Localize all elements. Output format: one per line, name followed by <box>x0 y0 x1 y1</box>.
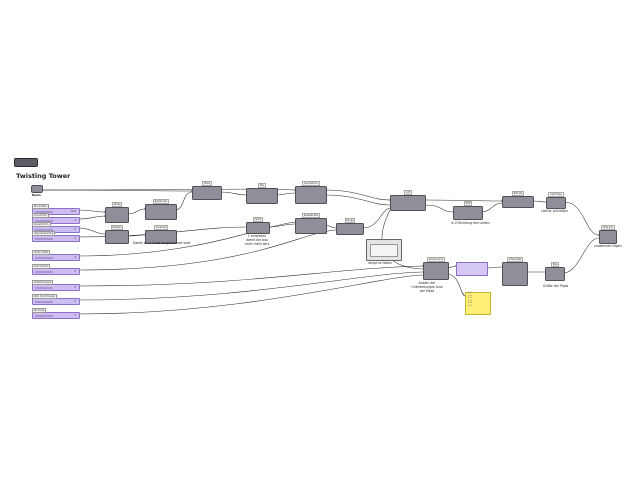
component-node[interactable]: Series <box>105 201 129 223</box>
component-node[interactable]: Extrude <box>502 190 534 208</box>
component-name: Radians <box>110 224 124 230</box>
slider-track[interactable] <box>35 219 53 222</box>
note-z-dir: in Z-Richtung einrunden <box>451 221 490 225</box>
component-node[interactable]: Deconstruct <box>295 180 327 204</box>
component-node[interactable]: Divide Curve <box>423 256 449 280</box>
number-slider[interactable]: Brunnhöhe 10.0 <box>32 204 80 215</box>
slider-label: Grundhöhe <box>32 213 49 218</box>
number-slider[interactable]: Kreisdurchm. 0 <box>32 222 80 233</box>
panel-line: 1 0.1 <box>468 295 473 297</box>
component-name: Evaluate Box <box>301 212 321 218</box>
component-node[interactable]: Rotate Axis <box>145 198 177 220</box>
number-slider[interactable]: Grundhöhe 4 <box>32 213 80 224</box>
graph-mapper[interactable] <box>366 239 402 261</box>
graph-mapper-area <box>370 244 398 257</box>
note-pipe-size: Größe der Pipes <box>543 284 569 288</box>
component-node[interactable]: Evaluate Box <box>295 212 327 234</box>
group-box <box>456 262 488 276</box>
slider-value: 0 <box>74 255 76 259</box>
slider-label: Rohr Durchmesser <box>32 294 58 299</box>
component-name: Range <box>344 217 356 223</box>
component-node[interactable]: Brep Join <box>599 224 617 244</box>
component-name: Divide Curve <box>426 256 446 262</box>
component-node[interactable]: Range <box>336 217 364 235</box>
component-node[interactable]: Loft <box>390 189 426 211</box>
number-slider[interactable]: Oberkantenhöhe 0 <box>32 231 80 242</box>
component-name: Loft <box>403 189 413 195</box>
panel-line: 4 0.4 <box>468 303 473 305</box>
panel-line: 3 0.3 <box>468 300 473 302</box>
component-name: Pipe <box>550 261 560 267</box>
number-slider[interactable]: Dreh Winkel 0 <box>32 264 80 275</box>
component-name: Deconstruct <box>302 180 320 186</box>
slider-label: Brunnhöhe <box>32 204 49 209</box>
tower-logo-icon <box>14 158 38 167</box>
note-range: range to faktor <box>368 261 392 265</box>
page-title: Twisting Tower <box>16 172 71 180</box>
slider-track[interactable] <box>35 237 53 240</box>
number-slider[interactable]: Rohr Durchmesser 0 <box>32 294 80 305</box>
panel-line: 0 0.0 <box>468 293 473 294</box>
component-name: Extrude <box>511 190 525 196</box>
slider-track[interactable] <box>35 286 53 289</box>
component-name: Box <box>257 182 267 188</box>
slider-track[interactable] <box>35 314 53 317</box>
slider-value: 0 <box>74 236 76 240</box>
title-block: Twisting Tower <box>14 158 70 180</box>
number-slider[interactable]: Unterteilungen 0 <box>32 280 80 291</box>
base-label: Basis <box>32 193 41 197</box>
slider-value: 4 <box>74 218 76 222</box>
component-name: Cap Holes <box>548 191 564 197</box>
slider-value: 0 <box>74 299 76 303</box>
slider-value: 10.0 <box>71 209 76 213</box>
panel-line: 5 0.5 <box>468 305 473 307</box>
component-name: Factor <box>252 216 264 222</box>
component-node[interactable]: Shift <box>453 200 483 220</box>
note-holes: Löcher schließen <box>541 209 568 213</box>
base-param[interactable]: Basis <box>31 185 43 197</box>
slider-value: 0 <box>74 313 76 317</box>
component-name: Brep Join <box>601 224 615 230</box>
slider-label: Unterteilungen <box>32 280 54 285</box>
component-node[interactable]: Move <box>192 180 222 200</box>
component-node[interactable]: Pipe <box>545 261 565 281</box>
note-join: zusammen fügen <box>594 244 622 248</box>
component-node[interactable]: Interpolate <box>502 256 528 286</box>
slider-track[interactable] <box>35 228 53 231</box>
slider-track[interactable] <box>35 300 53 303</box>
panel-line: 2 0.2 <box>468 298 473 300</box>
component-name: Construct <box>153 224 169 230</box>
slider-value: 0 <box>74 285 76 289</box>
slider-label: Rundung <box>32 308 47 313</box>
component-node[interactable]: Cap Holes <box>546 191 566 209</box>
number-slider[interactable]: Stufen Höhe 0 <box>32 250 80 261</box>
component-node[interactable]: Factor <box>246 216 270 234</box>
component-node[interactable]: Construct <box>145 224 177 244</box>
component-name: Series <box>111 201 123 207</box>
note-rotate: 1 einstellen damit die box nicht mehr wi… <box>244 234 270 246</box>
component-node[interactable]: Box <box>246 182 278 204</box>
slider-label: Kreisdurchm. <box>32 222 52 227</box>
number-slider[interactable]: Rundung 0 <box>32 308 80 319</box>
slider-track[interactable] <box>35 210 53 213</box>
component-name: Move <box>202 180 212 186</box>
slider-label: Dreh Winkel <box>32 264 50 269</box>
component-name: Interpolate <box>506 256 523 262</box>
slider-label: Oberkantenhöhe <box>32 231 56 236</box>
slider-value: 0 <box>74 269 76 273</box>
component-name: Rotate Axis <box>152 198 170 204</box>
slider-value: 0 <box>74 227 76 231</box>
component-node[interactable]: Radians <box>105 224 129 244</box>
component-name: Shift <box>463 200 473 206</box>
note-subdiv: Anzahl der Unterteilungen bzw der Pipes <box>411 281 443 293</box>
note-grad: Damit es in Grad umgerechnet wird <box>133 241 191 245</box>
slider-track[interactable] <box>35 270 53 273</box>
slider-label: Stufen Höhe <box>32 250 51 255</box>
slider-track[interactable] <box>35 256 53 259</box>
